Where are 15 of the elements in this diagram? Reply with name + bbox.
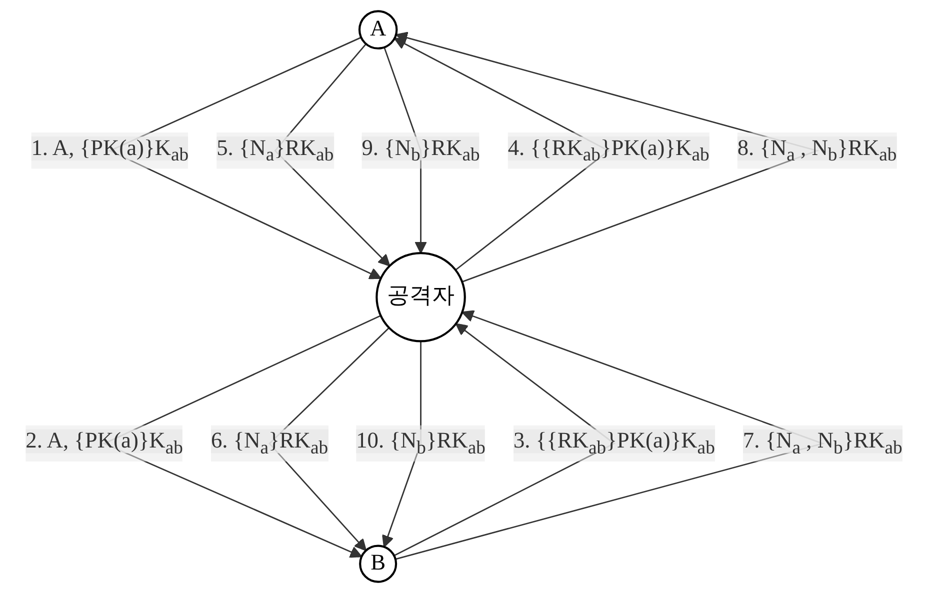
edge-label: 10. {N$_{b}$}RK$_{ab}$ (356, 429, 486, 458)
arrow (384, 47, 427, 254)
node-circle: A (358, 10, 398, 50)
node-circle: 공격자 (376, 252, 466, 342)
edge-label: 8. {N$_{a}$ , N$_{b}$}RK$_{ab}$ (737, 136, 897, 165)
edge-label: 5. {N$_{a}$}RK$_{ab}$ (216, 136, 334, 165)
edge-label: 1. A, {PK(a)}K$_{ab}$ (31, 136, 189, 165)
edge-label: 3. {{RK$_{ab}$}PK(a)}K$_{ab}$ (513, 429, 715, 458)
edge-label: 6. {N$_{a}$}RK$_{ab}$ (210, 429, 328, 458)
edge-label: 9. {N$_{b}$}RK$_{ab}$ (362, 136, 480, 165)
node-circle: B (359, 544, 398, 583)
edge-label: 2. A, {PK(a)}K$_{ab}$ (26, 429, 183, 458)
edge-label: 4. {{RK$_{ab}$}PK(a)}K$_{ab}$ (508, 136, 710, 165)
edge-label: 7. {N$_{a}$ , N$_{b}$}RK$_{ab}$ (742, 429, 902, 458)
arrow (382, 341, 422, 548)
